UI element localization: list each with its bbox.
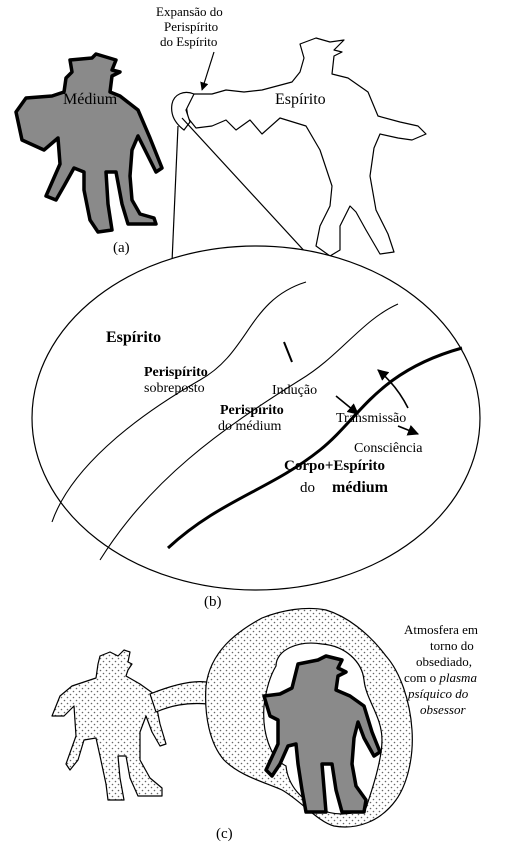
spirit-figure (186, 38, 426, 256)
transmission-label: Transmissão (336, 411, 406, 426)
overlaid-perispirit-bold: Perispírito (144, 365, 208, 380)
atmosphere-line-2: torno do (430, 638, 474, 653)
medium-word-label: médium (332, 479, 389, 496)
espirito-label: Espírito (106, 329, 161, 346)
atmosphere-line-4-italic: plasma (438, 670, 477, 685)
zoom-line-left (172, 126, 178, 262)
panel-c-caption: (c) (216, 826, 233, 842)
panel-b-caption: (b) (204, 594, 222, 610)
atmosphere-line-1: Atmosfera em (404, 622, 478, 637)
panel-b: Espírito Perispírito sobreposto Indução … (32, 246, 480, 610)
overlaid-perispirit-text: sobreposto (144, 381, 205, 396)
medium-figure (16, 54, 162, 232)
induction-label: Indução (272, 383, 317, 398)
body-spirit-label: Corpo+Espírito (284, 458, 385, 474)
atmosphere-line-4: com o plasma (404, 670, 477, 685)
expansion-label-line-1: Expansão do (156, 4, 223, 19)
medium-perispirit-bold: Perispírito (220, 403, 284, 418)
spirit-label: Espírito (275, 91, 326, 108)
atmosphere-line-5: psíquico do (407, 686, 469, 701)
expansion-arrow (202, 52, 214, 90)
do-label: do (300, 480, 315, 496)
atmosphere-line-4-prefix: com o (404, 670, 439, 685)
atmosphere-line-3: obsediado, (416, 654, 472, 669)
panel-a-caption: (a) (113, 240, 130, 256)
panel-c: Atmosfera em torno do obsediado, com o p… (52, 608, 478, 842)
medium-label: Médium (63, 91, 118, 108)
obsessor-figure (52, 650, 166, 800)
expansion-label-line-3: do Espírito (160, 34, 217, 49)
atmosphere-line-6: obsessor (420, 702, 466, 717)
medium-perispirit-text: do médium (218, 419, 281, 434)
expansion-label-line-2: Perispírito (164, 19, 218, 34)
consciousness-label: Consciência (354, 441, 423, 456)
magnified-circle (32, 246, 480, 590)
panel-a: Médium Espírito Expansão do Perispírito … (16, 4, 426, 268)
